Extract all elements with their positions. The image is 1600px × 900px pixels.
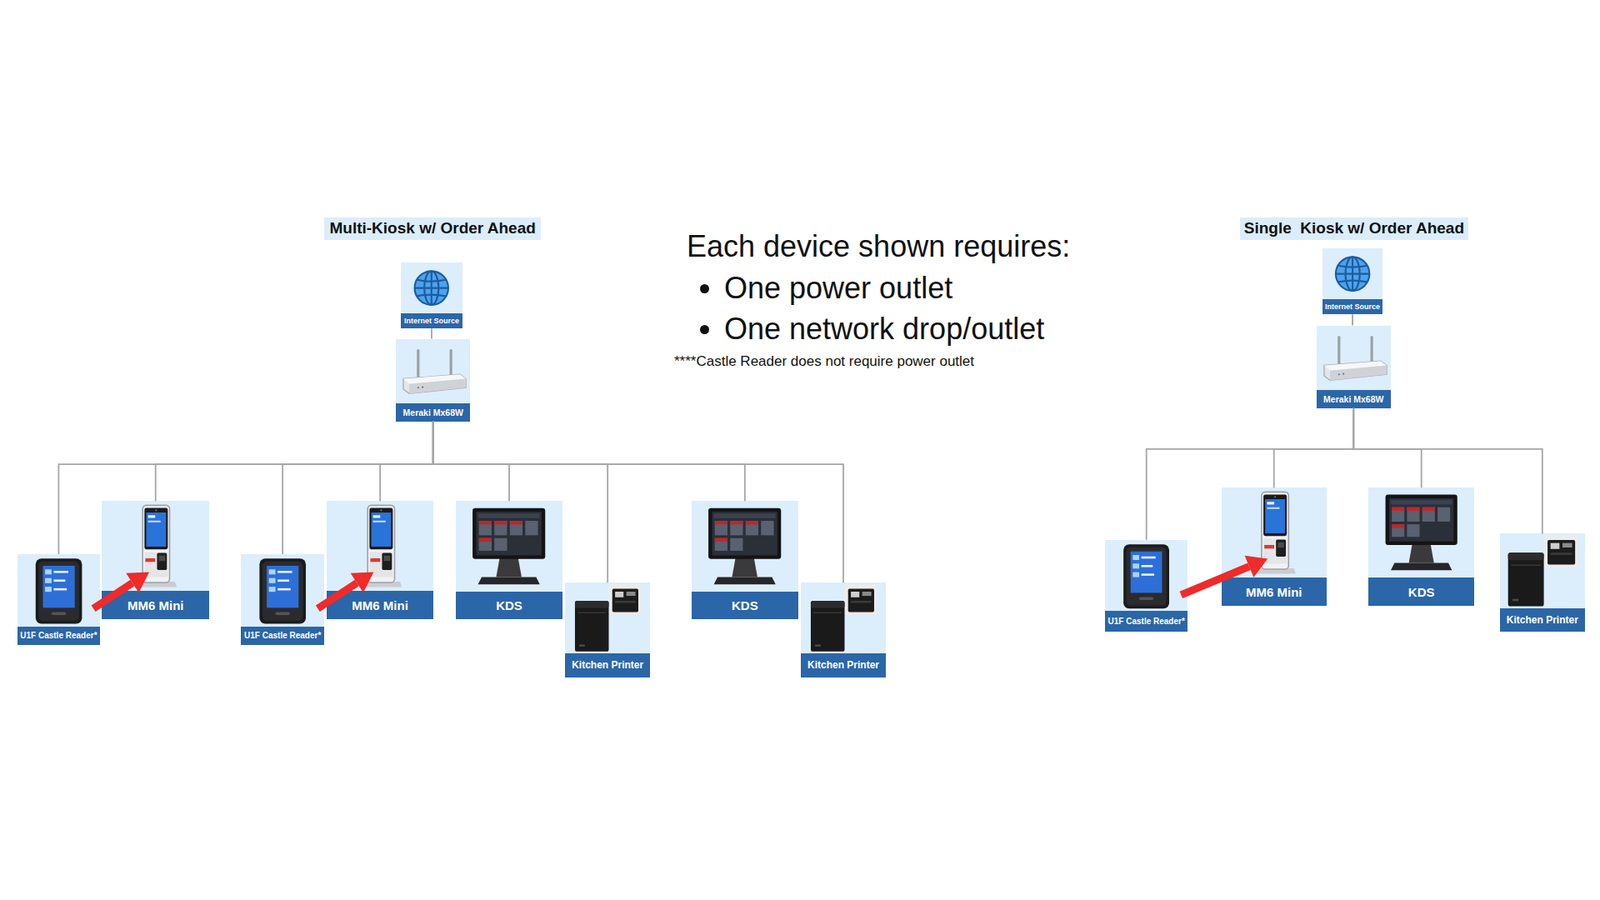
device-label-band: MM6 Mini bbox=[326, 590, 435, 620]
display-illustration bbox=[1368, 487, 1475, 578]
globe-icon bbox=[1322, 248, 1383, 300]
device-box: Kitchen Printer bbox=[565, 582, 650, 678]
device-box: Meraki Mx68W bbox=[395, 339, 470, 422]
device-label-band: MM6 Mini bbox=[1221, 577, 1327, 606]
requirement-bullet: One network drop/outlet bbox=[724, 311, 1045, 347]
connector-line bbox=[1351, 314, 1354, 325]
device-label-band: Meraki Mx68W bbox=[1316, 390, 1391, 409]
device-label-band: Kitchen Printer bbox=[565, 653, 650, 678]
device-box: Meraki Mx68W bbox=[1316, 325, 1391, 409]
requirement-bullet: One power outlet bbox=[724, 270, 953, 306]
device-box: MM6 Mini bbox=[101, 500, 210, 620]
device-label-band: Meraki Mx68W bbox=[395, 403, 470, 422]
device-box: Internet Source bbox=[1322, 248, 1383, 315]
kiosk-illustration bbox=[326, 500, 435, 591]
device-label-band: KDS bbox=[455, 591, 562, 620]
network-link bbox=[433, 421, 510, 502]
device-label: Internet Source bbox=[1325, 302, 1380, 311]
device-label: U1F Castle Reader* bbox=[20, 630, 97, 640]
device-label-band: MM6 Mini bbox=[101, 590, 210, 620]
heading-text: Single Kiosk w/ Order Ahead bbox=[1244, 219, 1465, 238]
device-label: MM6 Mini bbox=[127, 598, 185, 613]
device-label: KDS bbox=[1408, 585, 1435, 600]
device-label: KDS bbox=[495, 598, 523, 613]
device-box: MM6 Mini bbox=[326, 500, 435, 620]
connector-line bbox=[1353, 408, 1421, 489]
router-illustration bbox=[395, 339, 470, 404]
card-reader-illustration bbox=[240, 554, 325, 627]
heading-text: Multi-Kiosk w/ Order Ahead bbox=[329, 219, 535, 238]
device-label: Meraki Mx68W bbox=[403, 407, 464, 418]
connector-line bbox=[1274, 408, 1355, 489]
device-label-band: Kitchen Printer bbox=[1500, 608, 1585, 632]
requirements-heading: Each device shown requires: bbox=[686, 229, 1070, 265]
device-label: Kitchen Printer bbox=[1506, 614, 1579, 626]
device-label-band: KDS bbox=[691, 591, 798, 620]
footnote: ****Castle Reader does not require power… bbox=[674, 353, 975, 370]
device-box: U1F Castle Reader* bbox=[240, 554, 325, 645]
device-label-band: U1F Castle Reader* bbox=[17, 626, 100, 645]
device-label: U1F Castle Reader* bbox=[1108, 616, 1185, 626]
connector-line bbox=[155, 421, 434, 502]
device-box: Kitchen Printer bbox=[1500, 533, 1585, 632]
device-box: KDS bbox=[1368, 487, 1475, 606]
kiosk-illustration bbox=[101, 500, 210, 591]
device-box: KDS bbox=[455, 500, 562, 620]
device-label-band: U1F Castle Reader* bbox=[240, 626, 325, 645]
printer-illustration bbox=[800, 582, 886, 653]
device-label-band: Internet Source bbox=[1322, 299, 1383, 315]
device-box: U1F Castle Reader* bbox=[17, 554, 100, 645]
connector-line bbox=[433, 421, 510, 502]
connector-line bbox=[380, 421, 434, 502]
connector-line bbox=[433, 421, 745, 502]
network-link bbox=[155, 421, 434, 502]
device-label-band: Internet Source bbox=[400, 313, 462, 329]
kiosk-illustration bbox=[1221, 487, 1327, 578]
connector-line bbox=[430, 328, 433, 339]
network-link bbox=[1353, 408, 1421, 489]
device-label: Kitchen Printer bbox=[807, 659, 880, 671]
display-illustration bbox=[455, 500, 562, 592]
network-link bbox=[430, 328, 432, 339]
display-illustration bbox=[691, 500, 798, 592]
device-label: Meraki Mx68W bbox=[1323, 394, 1384, 405]
device-label-band: Kitchen Printer bbox=[800, 653, 886, 678]
device-label: KDS bbox=[731, 598, 759, 613]
device-box: U1F Castle Reader* bbox=[1105, 540, 1188, 632]
diagram-heading-box: Single Kiosk w/ Order Ahead bbox=[1240, 217, 1469, 240]
printer-illustration bbox=[1500, 533, 1585, 608]
network-link bbox=[380, 421, 434, 502]
device-label: Internet Source bbox=[404, 316, 460, 325]
device-box: Kitchen Printer bbox=[800, 582, 886, 678]
globe-icon bbox=[400, 262, 462, 314]
diagram-heading-box: Multi-Kiosk w/ Order Ahead bbox=[324, 217, 541, 240]
router-illustration bbox=[1316, 325, 1391, 390]
network-link bbox=[433, 421, 745, 502]
device-label-band: U1F Castle Reader* bbox=[1105, 610, 1188, 631]
card-reader-illustration bbox=[17, 554, 100, 627]
device-label: U1F Castle Reader* bbox=[244, 630, 321, 640]
device-box: MM6 Mini bbox=[1221, 487, 1327, 606]
printer-illustration bbox=[565, 582, 650, 653]
device-box: KDS bbox=[691, 500, 798, 620]
device-label: MM6 Mini bbox=[351, 598, 409, 613]
device-label-band: KDS bbox=[1368, 577, 1475, 606]
network-link bbox=[1274, 408, 1355, 489]
device-label: Kitchen Printer bbox=[571, 659, 644, 671]
card-reader-illustration bbox=[1105, 540, 1188, 612]
device-label: MM6 Mini bbox=[1245, 585, 1303, 600]
network-link bbox=[1352, 314, 1354, 325]
device-box: Internet Source bbox=[400, 262, 462, 330]
